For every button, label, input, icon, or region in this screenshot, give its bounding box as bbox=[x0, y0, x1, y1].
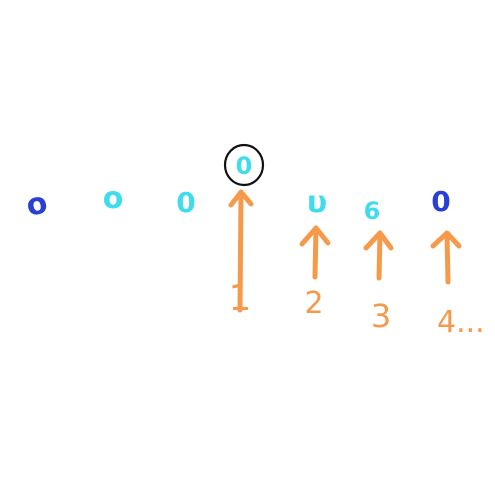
glyph-5: υ bbox=[307, 185, 327, 220]
highlight-ring bbox=[223, 143, 265, 187]
arrow-3 bbox=[363, 230, 394, 281]
glyph-4-highlighted: 0 bbox=[236, 152, 253, 180]
glyph-6: 6 bbox=[364, 197, 381, 225]
glyph-3: 0 bbox=[176, 186, 195, 219]
arrow-4 bbox=[430, 230, 462, 285]
arrow-2 bbox=[299, 225, 331, 280]
arrow-label-3: 3 bbox=[371, 297, 391, 335]
glyph-1: o bbox=[23, 185, 50, 224]
arrow-1 bbox=[228, 189, 254, 313]
glyph-2: o bbox=[103, 181, 124, 216]
arrow-label-1: 1 bbox=[229, 278, 252, 319]
glyph-7: 0 bbox=[431, 185, 450, 218]
arrow-label-2: 2 bbox=[304, 286, 323, 321]
arrow-label-4: 4... bbox=[437, 305, 485, 340]
